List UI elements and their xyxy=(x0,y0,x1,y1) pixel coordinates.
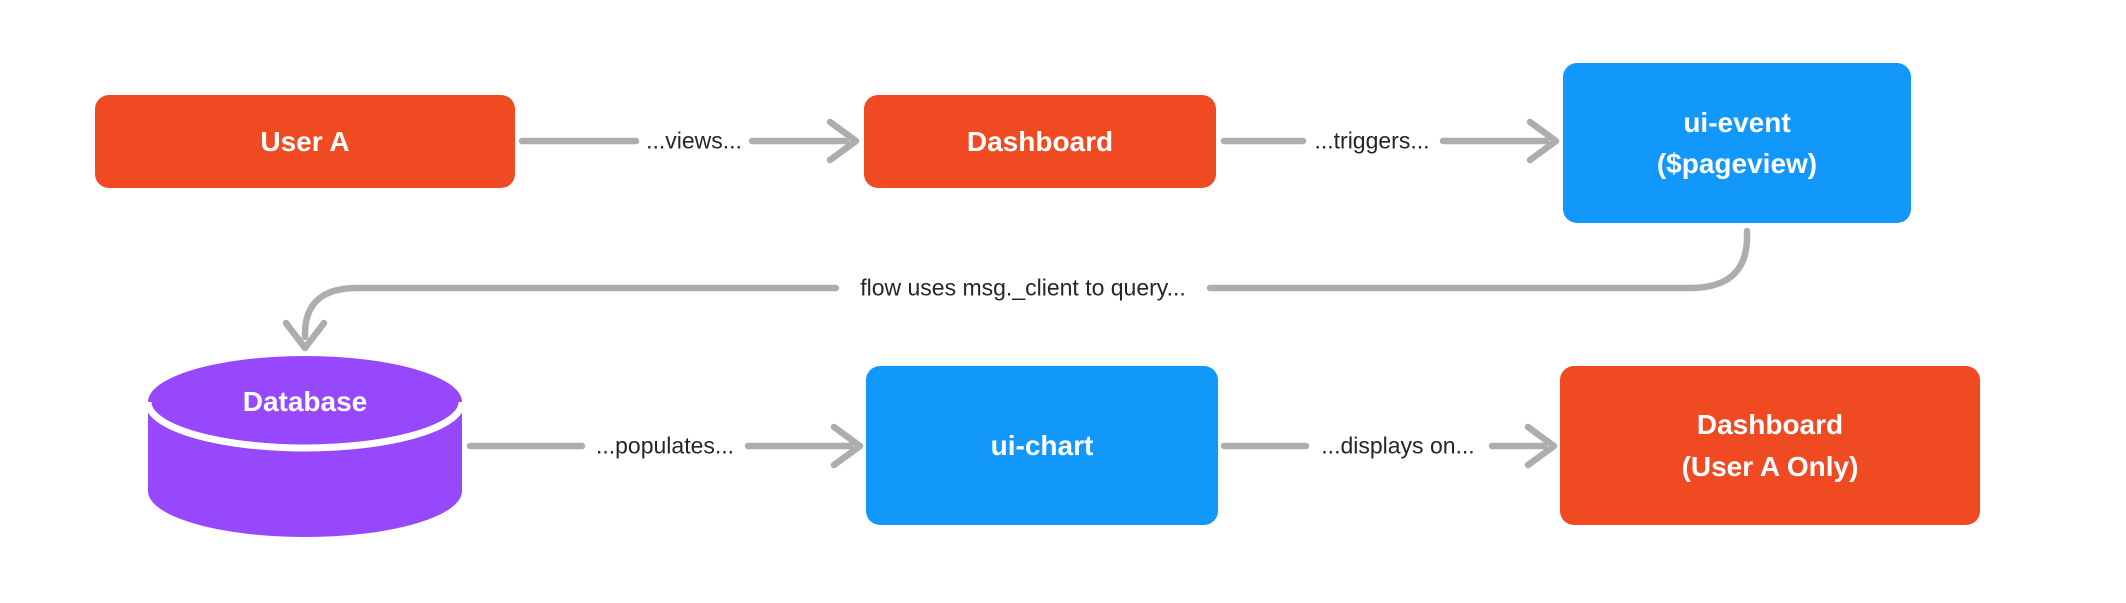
edge-populates-arrowhead-icon xyxy=(830,423,864,469)
node-dashboard-label: Dashboard xyxy=(966,125,1114,157)
node-user-a: User A xyxy=(95,95,515,188)
edge-triggers-arrowhead-icon xyxy=(1526,118,1560,164)
node-database-label: Database xyxy=(242,386,368,417)
edge-query-line-left xyxy=(301,284,840,341)
edge-label-displays: ...displays on... xyxy=(1321,432,1475,459)
node-ui-event-label-line2: ($pageview) xyxy=(1656,148,1818,179)
node-user-a-label: User A xyxy=(260,125,350,157)
node-ui-chart-label: ui-chart xyxy=(990,429,1094,461)
edge-label-triggers: ...triggers... xyxy=(1314,127,1430,154)
edge-displays-arrowhead-icon xyxy=(1524,423,1558,469)
node-ui-chart: ui-chart xyxy=(866,366,1218,525)
edge-label-query: flow uses msg._client to query... xyxy=(860,274,1186,301)
edge-label-populates: ...populates... xyxy=(595,432,735,459)
edge-views-arrowhead-icon xyxy=(826,118,860,164)
edge-label-views: ...views... xyxy=(646,127,742,154)
edge-query-arrowhead-icon xyxy=(282,319,328,352)
node-ui-event-label-line1: ui-event xyxy=(1683,106,1791,138)
node-dashboard: Dashboard xyxy=(864,95,1216,188)
node-dashboard-user-a-label-line2: (User A Only) xyxy=(1681,450,1859,482)
node-database: Database xyxy=(148,356,462,448)
database-cylinder-icon xyxy=(144,356,466,537)
node-dashboard-user-a-label-line1: Dashboard xyxy=(1696,409,1844,441)
node-ui-event: ui-event ($pageview) xyxy=(1563,63,1911,223)
node-dashboard-user-a: Dashboard (User A Only) xyxy=(1560,366,1980,525)
edge-query-line-right xyxy=(1206,227,1751,292)
